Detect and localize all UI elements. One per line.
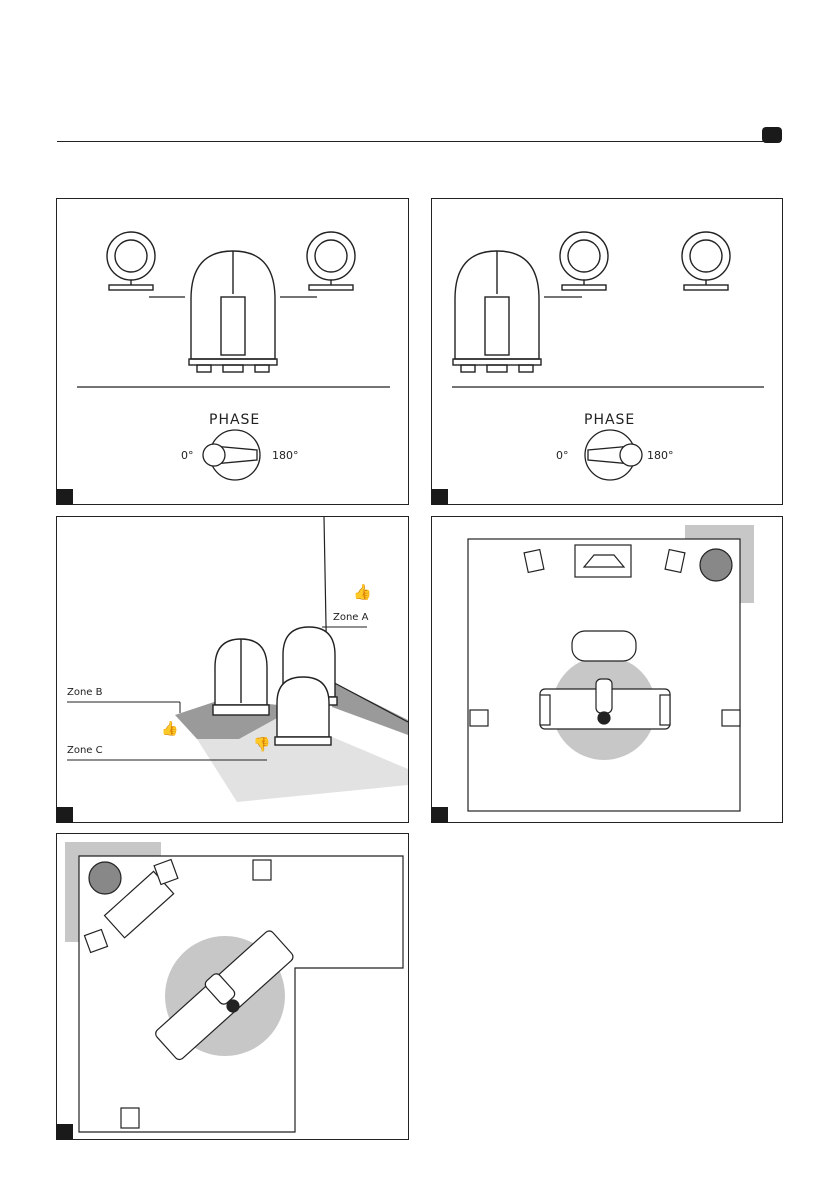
- phase-title: PHASE: [584, 412, 635, 428]
- thumb-neutral-icon: 👎: [253, 736, 270, 753]
- subwoofer: [453, 251, 541, 372]
- header-rule: [57, 141, 781, 142]
- zone-a-area: [327, 679, 408, 735]
- panel-number-marker: [431, 807, 448, 823]
- phase-label-0: 0°: [181, 449, 194, 462]
- phase-label-180: 180°: [647, 449, 674, 462]
- zone-c-label: Zone C: [67, 745, 103, 756]
- zone-b-label: Zone B: [67, 687, 103, 698]
- phase-label-180: 180°: [272, 449, 299, 462]
- l-room-diagram: [57, 834, 410, 1141]
- phase-0-diagram: [57, 199, 410, 506]
- panel-number-marker: [431, 489, 448, 505]
- phase-label-0: 0°: [556, 449, 569, 462]
- subwoofer-icon: [700, 549, 732, 581]
- subwoofer-back: [213, 639, 269, 715]
- phase-knob: [585, 430, 642, 480]
- phase-knob: [203, 430, 260, 480]
- coffee-table: [572, 631, 636, 661]
- panel-phase-180: PHASE 0° 180°: [431, 198, 783, 505]
- side-left-speaker: [470, 710, 488, 726]
- center-speaker: [253, 860, 271, 880]
- panel-placement-zones: 👍 👍 👎 Zone A Zone B Zone C: [56, 516, 409, 823]
- rear-speaker: [121, 1108, 139, 1128]
- subwoofer-icon: [89, 862, 121, 894]
- side-right-speaker: [722, 710, 740, 726]
- panel-phase-0: PHASE 0° 180°: [56, 198, 409, 505]
- satellite-speaker-2: [682, 232, 730, 290]
- tv-unit: [575, 545, 631, 577]
- phase-180-diagram: [432, 199, 784, 506]
- satellite-speaker-1: [560, 232, 608, 290]
- satellite-speaker-left: [107, 232, 155, 290]
- front-right-speaker: [665, 550, 685, 573]
- thumb-ok-icon: 👍: [161, 720, 178, 737]
- front-left-speaker: [524, 550, 544, 573]
- room-layout-diagram: [432, 517, 784, 824]
- panel-number-marker: [56, 489, 73, 505]
- zone-a-label: Zone A: [333, 612, 368, 623]
- listener: [596, 679, 612, 724]
- panel-number-marker: [56, 807, 73, 823]
- page-tab-marker: [762, 127, 782, 143]
- zones-diagram: 👍 👍 👎: [57, 517, 410, 824]
- panel-room-layout-l-shaped: [56, 833, 409, 1140]
- phase-title: PHASE: [209, 412, 260, 428]
- panel-number-marker: [56, 1124, 73, 1140]
- subwoofer: [189, 251, 277, 372]
- thumbs-up-icon: 👍: [353, 583, 372, 601]
- panel-room-layout-rectangular: [431, 516, 783, 823]
- subwoofer-front: [275, 677, 331, 745]
- satellite-speaker-right: [307, 232, 355, 290]
